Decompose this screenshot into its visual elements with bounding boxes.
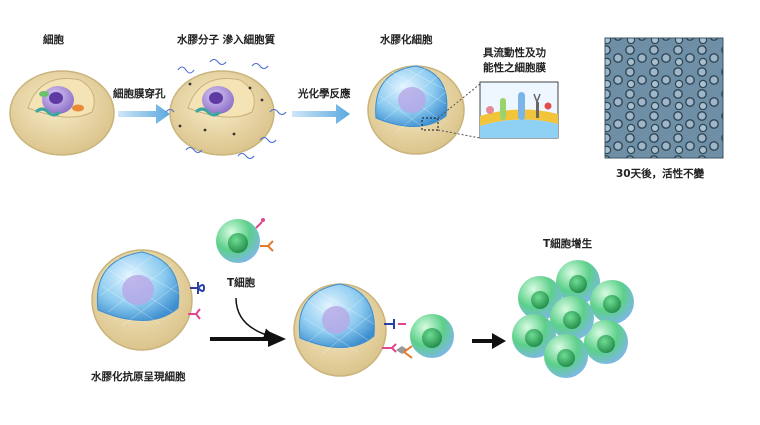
label-membrane-note-1: 具流動性及功 <box>483 47 546 59</box>
membrane-inset <box>479 81 559 139</box>
micrograph <box>604 37 724 159</box>
arrow-photochemical-reaction <box>292 104 350 124</box>
label-cell: 細胞 <box>43 34 64 46</box>
apc-tcell-complex <box>293 283 454 377</box>
arrow-to-proliferation <box>472 333 506 349</box>
t-cell-cluster <box>512 260 634 378</box>
label-hydrogelated-cell: 水膠化細胞 <box>380 34 433 46</box>
arrow-membrane-perforation <box>118 104 170 124</box>
label-apc: 水膠化抗原呈現細胞 <box>91 371 186 383</box>
normal-cell <box>9 70 115 156</box>
label-hydrogel-entering: 水膠分子 滲入細胞質 <box>177 34 276 46</box>
label-t-cell: T細胞 <box>227 277 256 289</box>
arrow-to-binding <box>210 331 286 347</box>
label-micrograph-caption: 30天後，活性不變 <box>616 168 705 180</box>
hydrogelated-cell <box>367 65 481 155</box>
label-membrane-note-2: 能性之細胞膜 <box>483 62 546 74</box>
hydrogelated-apc <box>91 249 206 351</box>
curved-arrow-binding <box>235 297 276 341</box>
label-photochemical-reaction: 光化學反應 <box>298 88 351 100</box>
label-membrane-perforation: 細胞膜穿孔 <box>113 88 166 100</box>
label-t-cell-proliferation: T細胞增生 <box>543 238 593 250</box>
free-t-cell <box>216 218 274 263</box>
hydrogel-entering-cell <box>165 58 287 160</box>
